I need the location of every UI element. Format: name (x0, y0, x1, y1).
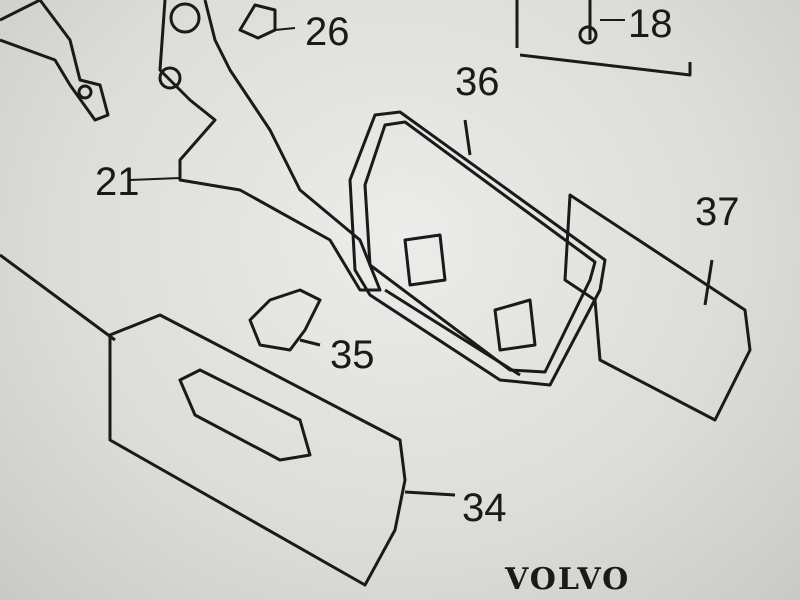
lever-arm-part (158, 0, 382, 292)
edge-line (0, 253, 116, 342)
leader-21 (129, 177, 181, 181)
lid-part-34 (108, 313, 456, 587)
housing-part-36 (348, 110, 607, 387)
callout-18: 18 (628, 2, 673, 46)
cover-panel-37 (563, 193, 752, 422)
callout-26: 26 (305, 10, 350, 54)
callout-34: 34 (462, 486, 507, 530)
callout-35: 35 (330, 333, 375, 377)
callout-37: 37 (695, 190, 740, 234)
volvo-logo: VOLVO (505, 562, 631, 597)
bracket-part (0, 0, 110, 122)
callout-21: 21 (95, 160, 140, 204)
callout-36: 36 (455, 60, 500, 104)
clip-part-35 (248, 288, 322, 352)
leader-26 (274, 27, 296, 31)
screw-bracket (515, 0, 692, 77)
